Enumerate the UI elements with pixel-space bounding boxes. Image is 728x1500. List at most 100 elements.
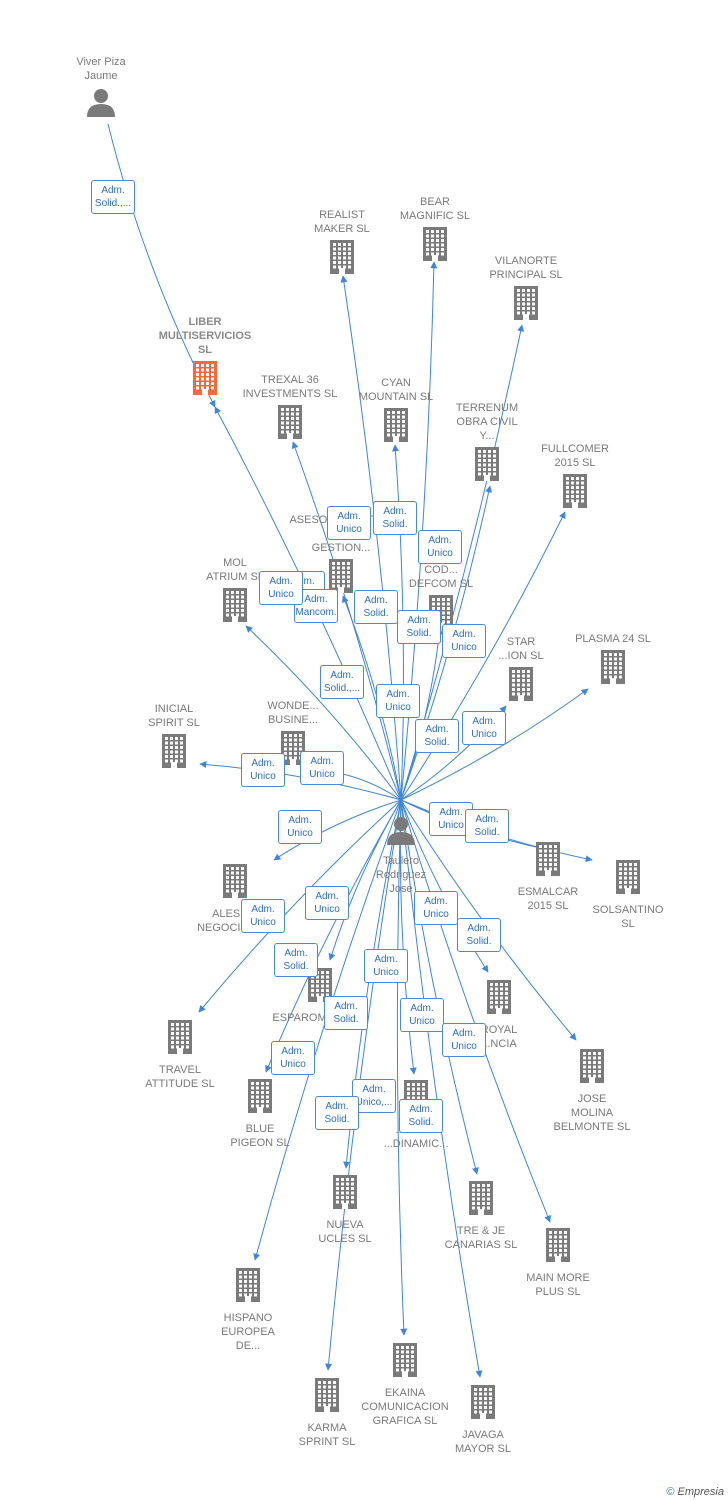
edge-label-karma[interactable]: Adm. Solid. xyxy=(315,1096,359,1130)
company-node-trexal[interactable]: TREXAL 36 INVESTMENTS SL xyxy=(225,373,355,444)
edge-label-ekaina[interactable]: Adm. Unico,... xyxy=(352,1079,396,1113)
node-label[interactable]: FULLCOMER 2015 SL xyxy=(541,443,609,469)
node-label[interactable]: TRAVEL ATTITUDE SL xyxy=(145,1064,215,1090)
company-node-mol[interactable]: MOL ATRIUM SL xyxy=(170,556,300,627)
building-icon[interactable] xyxy=(418,1385,548,1424)
company-node-jose[interactable]: JOSE MOLINA BELMONTE SL xyxy=(527,1049,657,1134)
node-label[interactable]: PLASMA 24 SL xyxy=(575,633,651,645)
edge-label-wonder[interactable]: Adm. Unico xyxy=(300,751,344,785)
company-node-vilanorte[interactable]: VILANORTE PRINCIPAL SL xyxy=(461,254,591,325)
edge-label-inicial[interactable]: Adm. Unico xyxy=(241,753,285,787)
company-node-nueva[interactable]: NUEVA UCLES SL xyxy=(280,1175,410,1246)
edge-label-hispano[interactable]: Adm. Unico xyxy=(271,1041,315,1075)
node-label[interactable]: BEAR MAGNIFIC SL xyxy=(399,196,471,222)
company-node-star[interactable]: STAR ...ION SL xyxy=(456,635,586,706)
node-label[interactable]: VILANORTE PRINCIPAL SL xyxy=(489,255,563,281)
building-icon[interactable] xyxy=(527,1049,657,1088)
building-icon[interactable] xyxy=(434,980,564,1019)
building-icon[interactable] xyxy=(331,408,461,447)
edge-label-cyan[interactable]: Adm. Solid. xyxy=(354,590,398,624)
node-label[interactable]: STAR ...ION SL xyxy=(498,636,544,662)
building-icon[interactable] xyxy=(340,1343,470,1382)
building-icon[interactable] xyxy=(170,864,300,903)
node-label[interactable]: ROYAL ...NCIA xyxy=(480,1024,518,1050)
building-icon[interactable] xyxy=(456,667,586,706)
edge-label-coddefcom[interactable]: Adm. Unico xyxy=(376,684,420,718)
building-icon[interactable] xyxy=(548,650,678,689)
node-label[interactable]: KARMA SPRINT SL xyxy=(298,1422,356,1448)
building-icon[interactable] xyxy=(277,240,407,279)
edge-label-dinamic[interactable]: Adm. Unico xyxy=(364,949,408,983)
building-icon[interactable] xyxy=(225,405,355,444)
company-node-ekaina[interactable]: EKAINA COMUNICACION GRAFICA SL xyxy=(340,1343,470,1428)
company-node-karma[interactable]: KARMA SPRINT SL xyxy=(262,1378,392,1449)
building-icon[interactable] xyxy=(115,1020,245,1059)
building-icon[interactable] xyxy=(195,1079,325,1118)
company-node-realist[interactable]: REALIST MAKER SL xyxy=(277,208,407,279)
building-icon[interactable] xyxy=(280,1175,410,1214)
edge-label-solsantino[interactable]: Adm. Solid. xyxy=(465,809,509,843)
building-icon[interactable] xyxy=(140,361,270,400)
edge-label-tre[interactable]: Adm. Unico xyxy=(400,998,444,1032)
company-node-fullcomer[interactable]: FULLCOMER 2015 SL xyxy=(510,442,640,513)
company-node-solsantino[interactable]: SOLSANTINO SL xyxy=(563,860,693,931)
company-node-javaga[interactable]: JAVAGA MAYOR SL xyxy=(418,1385,548,1456)
company-node-liber[interactable]: LIBER MULTISERVICIOS SL xyxy=(140,315,270,400)
edge-label-star[interactable]: Adm. Solid. xyxy=(415,719,459,753)
building-icon[interactable] xyxy=(170,588,300,627)
edge-label-alessia[interactable]: Adm. Unico xyxy=(278,810,322,844)
edge-label-travel[interactable]: Adm. Unico xyxy=(241,899,285,933)
node-label[interactable]: JOSE MOLINA BELMONTE SL xyxy=(553,1093,631,1133)
building-icon[interactable] xyxy=(370,227,500,266)
building-icon[interactable] xyxy=(563,860,693,899)
edge-label-royal[interactable]: Adm. Unico xyxy=(414,891,458,925)
building-icon[interactable] xyxy=(461,286,591,325)
edge-label-fullcomer[interactable]: Adm. Unico xyxy=(442,624,486,658)
company-node-royal[interactable]: ROYAL ...NCIA xyxy=(434,980,564,1051)
edge-label-plasma[interactable]: Adm. Unico xyxy=(462,711,506,745)
person-icon[interactable] xyxy=(36,87,166,122)
node-label[interactable]: Viver Piza Jaume xyxy=(76,56,126,82)
edge-label-jose[interactable]: Adm. Solid. xyxy=(457,918,501,952)
node-label[interactable]: TREXAL 36 INVESTMENTS SL xyxy=(242,374,338,400)
node-label[interactable]: MAIN MORE PLUS SL xyxy=(526,1272,590,1298)
node-label[interactable]: BLUE PIGEON SL xyxy=(230,1123,290,1149)
company-node-tre[interactable]: TRE & JE CANARIAS SL xyxy=(416,1181,546,1252)
node-label[interactable]: CYAN MOUNTAIN SL xyxy=(358,377,434,403)
edge-label-bear[interactable]: Adm. Solid. xyxy=(373,501,417,535)
building-icon[interactable] xyxy=(228,731,358,770)
building-icon[interactable] xyxy=(276,559,406,598)
company-node-inicial[interactable]: INICIAL SPIRIT SL xyxy=(109,702,239,773)
node-label[interactable]: WONDE... BUSINE... xyxy=(267,700,319,726)
building-icon[interactable] xyxy=(483,842,613,881)
person-node-taulero[interactable]: Taulero Rodriguez Jose xyxy=(336,815,466,896)
building-icon[interactable] xyxy=(262,1378,392,1417)
building-icon[interactable] xyxy=(493,1228,623,1267)
node-label[interactable]: TRE & JE CANARIAS SL xyxy=(444,1225,518,1251)
person-icon[interactable] xyxy=(336,815,466,850)
company-node-cyan[interactable]: CYAN MOUNTAIN SL xyxy=(331,376,461,447)
building-icon[interactable] xyxy=(510,474,640,513)
node-label[interactable]: INICIAL SPIRIT SL xyxy=(148,703,200,729)
company-node-travel[interactable]: TRAVEL ATTITUDE SL xyxy=(115,1020,245,1091)
edge-label-nueva[interactable]: Adm. Solid. xyxy=(324,996,368,1030)
edge-label-terrenum[interactable]: Adm. Solid. xyxy=(397,610,441,644)
company-node-blue[interactable]: BLUE PIGEON SL xyxy=(195,1079,325,1150)
building-icon[interactable] xyxy=(183,1268,313,1307)
company-node-hispano[interactable]: HISPANO EUROPEA DE... xyxy=(183,1268,313,1353)
node-label[interactable]: TERRENUM OBRA CIVIL Y... xyxy=(455,402,519,442)
company-node-wonder[interactable]: WONDE... BUSINE... xyxy=(228,699,358,770)
node-label[interactable]: LIBER MULTISERVICIOS SL xyxy=(158,316,252,356)
node-label[interactable]: SOLSANTINO SL xyxy=(592,904,664,930)
edge-label-esparomcem[interactable]: Adm. Unico xyxy=(305,886,349,920)
company-node-bear[interactable]: BEAR MAGNIFIC SL xyxy=(370,195,500,266)
edge-label-liber[interactable]: Adm. Solid.,... xyxy=(91,180,135,214)
edge-label-vilanorte[interactable]: Adm. Unico xyxy=(418,530,462,564)
node-label[interactable]: EKAINA COMUNICACION GRAFICA SL xyxy=(361,1387,449,1427)
company-node-esmalcar[interactable]: ESMALCAR 2015 SL xyxy=(483,842,613,913)
edge-label-mol[interactable]: Adm. Unico xyxy=(259,571,303,605)
node-label[interactable]: COD... DEFCOM SL xyxy=(408,564,474,590)
node-label[interactable]: JAVAGA MAYOR SL xyxy=(454,1429,512,1455)
company-node-plasma[interactable]: PLASMA 24 SL xyxy=(548,632,678,689)
building-icon[interactable] xyxy=(109,734,239,773)
